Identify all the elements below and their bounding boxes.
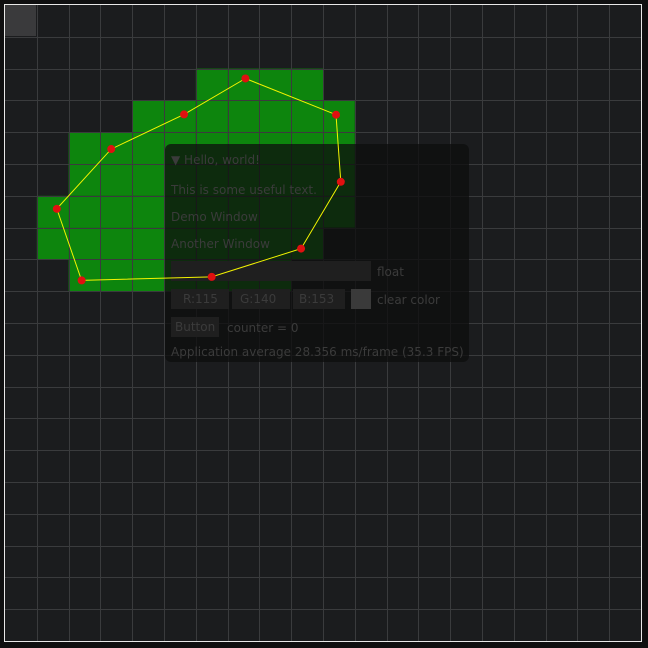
another-window-checkbox[interactable]: Another Window	[171, 237, 270, 251]
imgui-debug-window[interactable]: ▼ Hello, world! This is some useful text…	[165, 144, 469, 362]
clear-color-label: clear color	[377, 293, 440, 307]
color-g-value: G:140	[240, 292, 277, 306]
color-g-field[interactable]: G:140	[232, 289, 290, 309]
filled-cell	[100, 195, 133, 228]
window-title[interactable]: ▼ Hello, world!	[171, 153, 260, 167]
float-label: float	[377, 265, 404, 279]
color-r-field[interactable]: R:115	[171, 289, 229, 309]
filled-cell	[68, 195, 101, 228]
filled-cell	[100, 132, 133, 164]
clear-color-swatch[interactable]	[351, 289, 371, 309]
filled-cell	[291, 68, 323, 101]
filled-cell	[227, 100, 260, 133]
info-text: This is some useful text.	[171, 183, 317, 197]
vertex-handle[interactable]	[207, 272, 216, 281]
filled-cell	[195, 100, 228, 133]
imgui-button[interactable]: Button	[171, 317, 219, 337]
polygon-outline	[56, 77, 342, 281]
vertex-handle[interactable]	[332, 110, 341, 119]
filled-cell	[132, 259, 164, 292]
vertex-handle[interactable]	[336, 177, 345, 186]
filled-cell	[100, 259, 133, 292]
filled-cell	[68, 227, 101, 260]
filled-cell	[100, 164, 133, 196]
vertex-handle[interactable]	[52, 204, 61, 213]
filled-cell	[195, 68, 228, 101]
vertex-handle[interactable]	[107, 145, 116, 154]
filled-cell	[132, 195, 164, 228]
color-b-value: B:153	[299, 292, 335, 306]
filled-cell	[291, 100, 323, 133]
color-b-field[interactable]: B:153	[293, 289, 345, 309]
demo-window-checkbox[interactable]: Demo Window	[171, 210, 258, 224]
canvas-frame[interactable]: ▼ Hello, world! This is some useful text…	[4, 4, 642, 642]
counter-text: counter = 0	[227, 321, 299, 335]
vertex-handle[interactable]	[77, 276, 86, 285]
filled-cell	[36, 227, 69, 260]
filled-cell	[132, 132, 164, 164]
filled-cell	[132, 164, 164, 196]
button-label: Button	[175, 320, 216, 334]
vertex-handle[interactable]	[241, 74, 250, 83]
filled-cell	[68, 132, 101, 164]
vertex-handle[interactable]	[180, 110, 189, 119]
corner-swatch	[5, 5, 36, 36]
vertex-handle[interactable]	[297, 244, 306, 253]
filled-cell	[259, 100, 292, 133]
filled-cell	[68, 259, 101, 292]
filled-cell	[132, 227, 164, 260]
filled-cell	[100, 227, 133, 260]
polygon-overlay	[52, 74, 345, 285]
color-r-value: R:115	[183, 292, 218, 306]
float-slider[interactable]	[171, 261, 371, 281]
fps-text: Application average 28.356 ms/frame (35.…	[171, 345, 464, 359]
polygon-vertices[interactable]	[52, 74, 345, 285]
filled-cell	[227, 68, 260, 101]
